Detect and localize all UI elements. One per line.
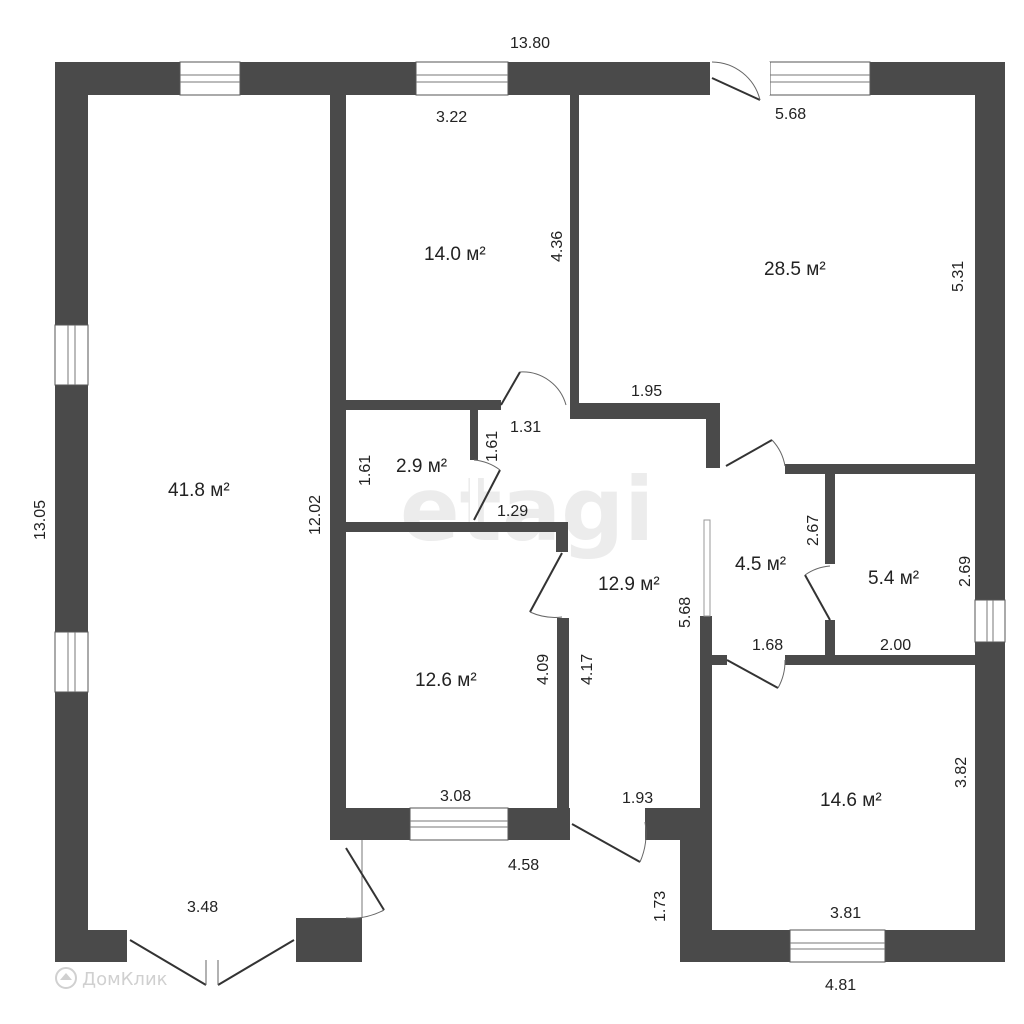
dim-hall-height: 5.68 (677, 597, 694, 628)
door-bath-small (703, 439, 786, 617)
dim-hall-lower-height: 4.17 (579, 654, 596, 685)
dim-bath-small-height: 2.67 (805, 515, 822, 546)
dim-storage-height-left: 1.61 (357, 455, 374, 486)
room-area-living: 41.8 м² (168, 480, 230, 501)
dim-top-right-height: 5.31 (950, 261, 967, 292)
doors (127, 61, 835, 986)
dim-room-mid-width: 3.08 (440, 788, 471, 805)
dim-bath-height: 2.69 (957, 556, 974, 587)
door-room-top-mid (500, 371, 570, 410)
window-bottom-mid (409, 807, 509, 841)
dim-living-width: 3.48 (187, 899, 218, 916)
dim-room-br-height: 3.82 (953, 757, 970, 788)
logo-text: ДомКлик (82, 969, 168, 990)
dim-hall-width: 1.93 (622, 790, 653, 807)
room-area-bottom-right: 14.6 м² (820, 790, 882, 811)
window-left-upper (54, 324, 89, 386)
dim-living-height: 12.02 (307, 495, 324, 535)
room-area-top-right: 28.5 м² (764, 259, 826, 280)
room-area-bath-small: 4.5 м² (735, 554, 786, 575)
dim-room-mid-height: 4.09 (535, 654, 552, 685)
window-top-left (179, 61, 241, 96)
dim-entry-depth: 1.73 (652, 891, 669, 922)
dim-corridor: 1.95 (631, 383, 662, 400)
room-area-room-mid: 12.6 м² (415, 670, 477, 691)
door-storage (470, 459, 501, 522)
dim-bottom-mid-outer: 4.58 (508, 857, 539, 874)
dim-storage-height-right: 1.61 (484, 431, 501, 462)
room-area-storage: 2.9 м² (396, 456, 447, 477)
door-entrance-double (127, 930, 296, 986)
door-living-side (330, 840, 385, 919)
dim-storage-bottom: 1.29 (497, 503, 528, 520)
room-area-top-mid: 14.0 м² (424, 244, 486, 265)
dim-bottom-right-outer: 4.81 (825, 977, 856, 994)
door-room-mid (529, 552, 569, 618)
dim-room-br-width: 3.81 (830, 905, 861, 922)
dim-bath-width: 2.00 (880, 637, 911, 654)
interior-walls (330, 95, 975, 840)
dim-left-total: 13.05 (32, 500, 49, 540)
dim-top-mid-width: 3.22 (436, 109, 467, 126)
dim-storage-top: 1.31 (510, 419, 541, 436)
dim-bath-small-width: 1.68 (752, 637, 783, 654)
dimension-labels: 13.80 13.05 3.22 5.68 4.36 5.31 1.95 12.… (32, 35, 974, 994)
room-area-hall: 12.9 м² (598, 574, 660, 595)
window-top-right (769, 61, 871, 96)
windows (54, 61, 1006, 963)
door-top-right (710, 61, 770, 101)
window-left-lower (54, 631, 89, 693)
door-bath (804, 564, 835, 621)
window-bottom-right (789, 929, 886, 963)
dim-top-total: 13.80 (510, 35, 550, 52)
etagi-watermark: etagi (400, 458, 654, 561)
domklik-logo: ДомКлик (55, 967, 168, 990)
room-areas: 41.8 м² 14.0 м² 28.5 м² 2.9 м² 12.6 м² 1… (168, 244, 919, 811)
window-top-mid (415, 61, 509, 96)
room-area-bath: 5.4 м² (868, 568, 919, 589)
door-room-bottom-right (726, 655, 786, 689)
door-hall-bottom (570, 808, 647, 863)
window-right (974, 599, 1006, 643)
dim-top-mid-height: 4.36 (549, 231, 566, 262)
dim-top-right-width: 5.68 (775, 106, 806, 123)
